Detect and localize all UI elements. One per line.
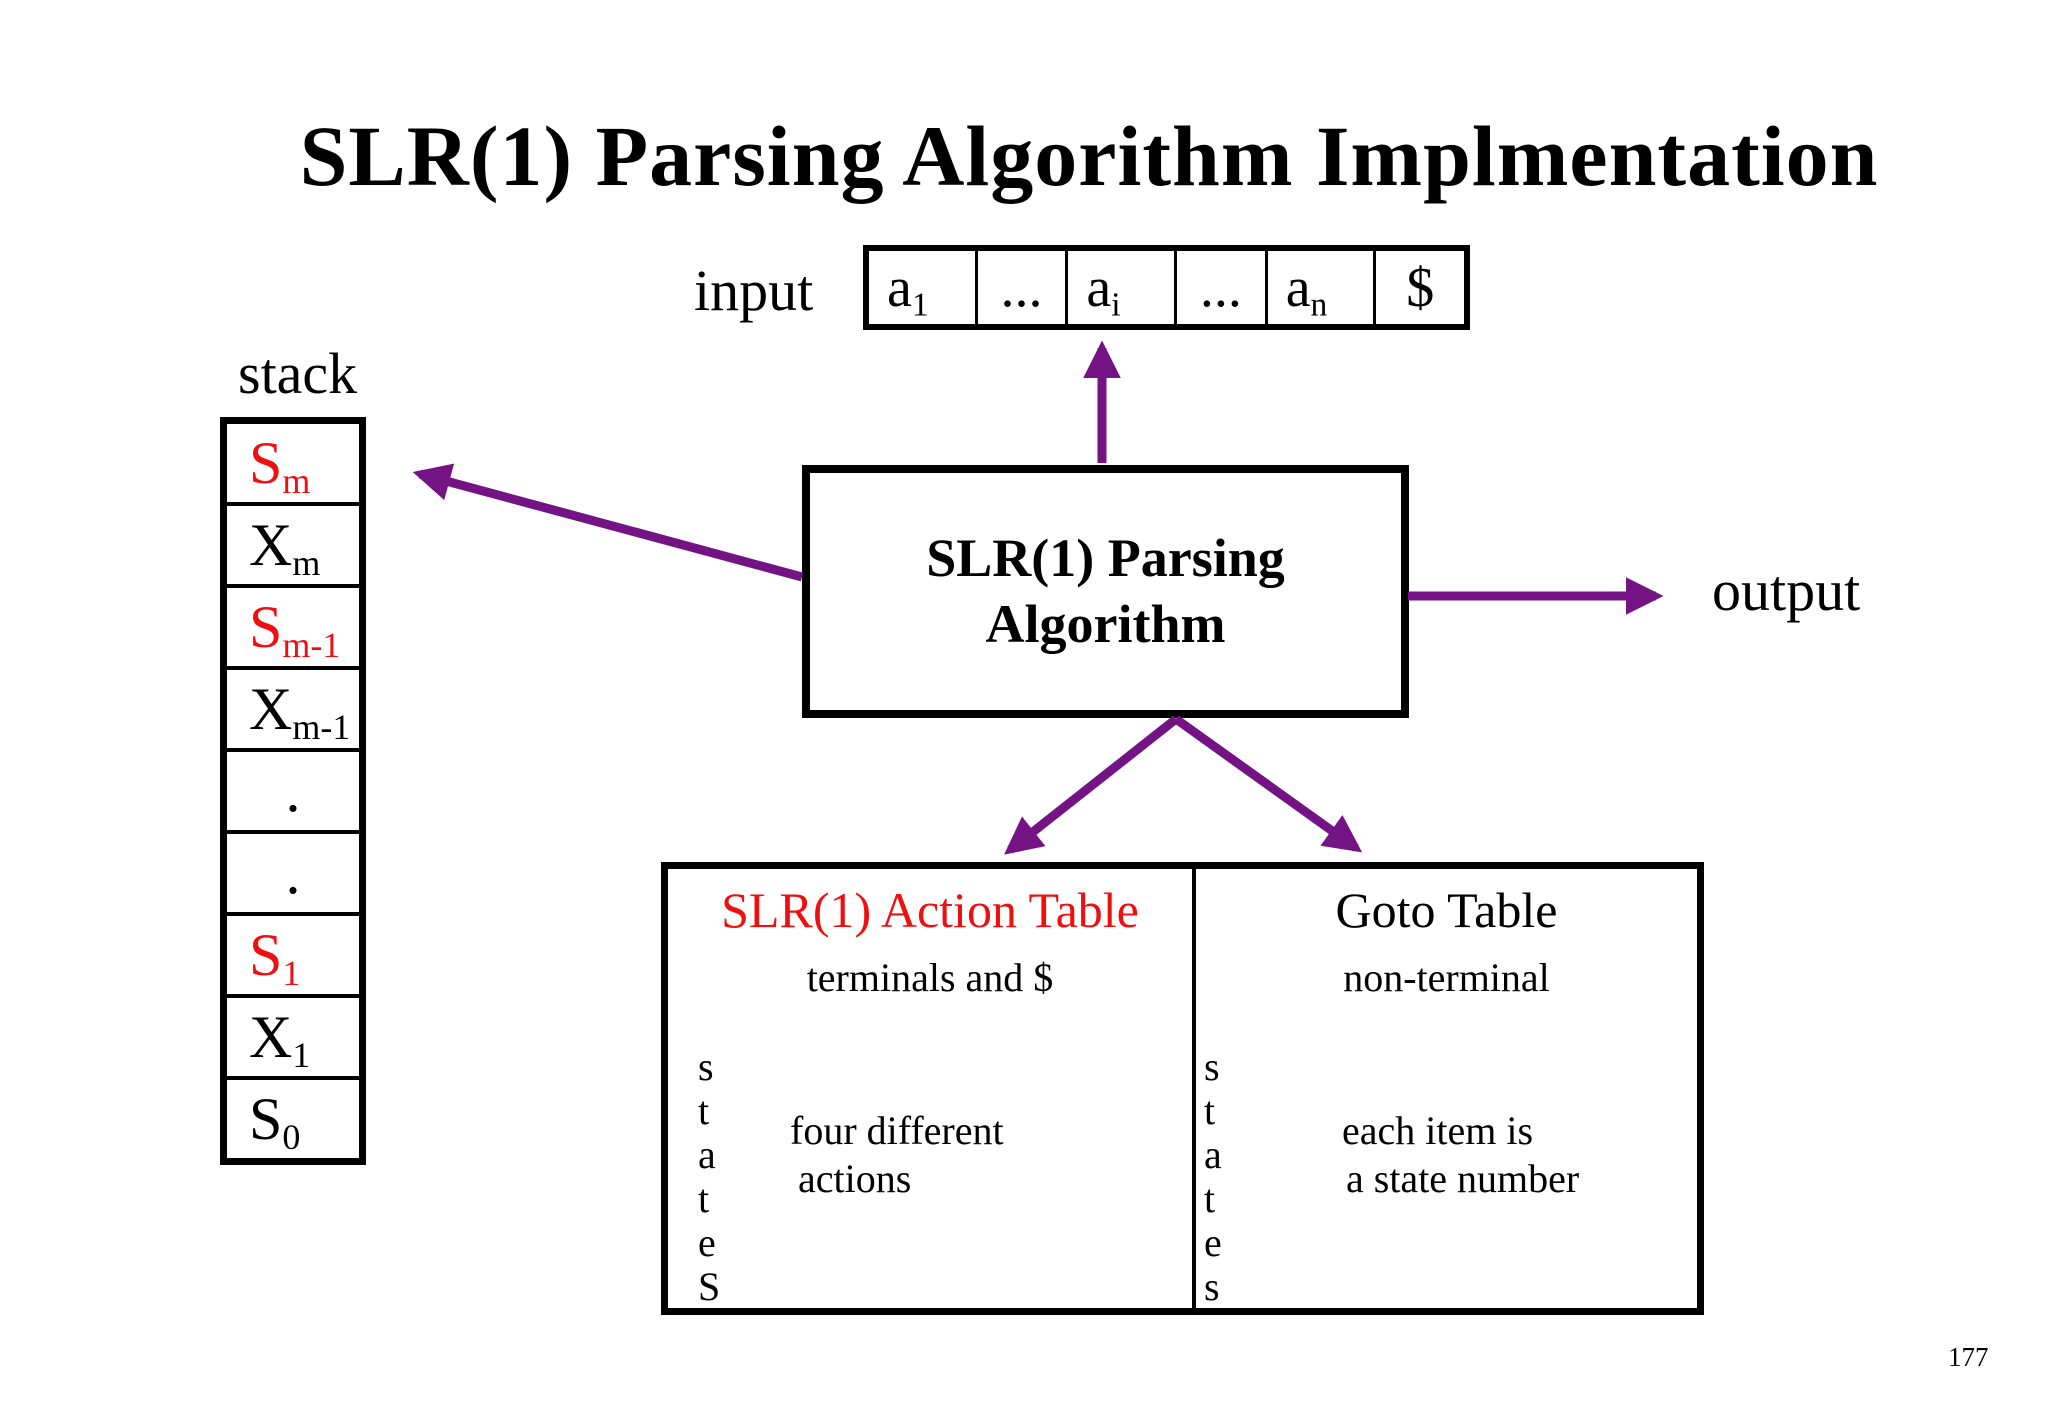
stack-cell: Sm-1 — [227, 588, 359, 670]
input-tape-cell: ... — [978, 251, 1069, 324]
arrow-box-to-goto-table — [1173, 715, 1363, 853]
arrow-box-to-stack — [412, 463, 804, 582]
page-title: SLR(1) Parsing Algorithm Implmentation — [299, 107, 1879, 204]
stack-label: stack — [238, 341, 358, 406]
stack-cell-text: . — [285, 758, 301, 824]
action-table-pane: SLR(1) Action Table terminals and $ s t … — [668, 869, 1196, 1309]
tables-box: SLR(1) Action Table terminals and $ s t … — [661, 862, 1704, 1315]
input-tape-cell: ai — [1068, 251, 1178, 324]
tape-cell-text: ... — [1199, 256, 1242, 319]
input-tape-cell: a1 — [869, 251, 978, 324]
input-label: input — [694, 258, 814, 323]
arrow-box-to-action-table — [1004, 715, 1179, 855]
action-table-note-line1: four different — [790, 1108, 1004, 1153]
parser-box: SLR(1) Parsing Algorithm — [802, 465, 1409, 718]
parser-box-line1: SLR(1) Parsing — [926, 527, 1285, 588]
action-table-states-label: s t a t e S — [698, 1044, 721, 1309]
stack-cell: Xm — [227, 506, 359, 588]
stack-cell-text: S0 — [249, 1086, 301, 1158]
input-tape-cell: $ — [1376, 251, 1464, 324]
goto-table-note-line2: a state number — [1346, 1156, 1580, 1201]
tape-cell-text: ai — [1086, 256, 1121, 323]
page-number: 177 — [1948, 1342, 1989, 1372]
input-tape-cell: an — [1268, 251, 1377, 324]
input-tape: a1 ... ai ... an $ — [863, 245, 1470, 330]
stack-cell-text: S1 — [249, 922, 301, 994]
stack-cell-text: Xm-1 — [249, 676, 351, 748]
action-table-column-header: terminals and $ — [806, 955, 1054, 1000]
stack-cell: . — [227, 834, 359, 916]
tape-cell-text: $ — [1406, 256, 1435, 319]
goto-table-pane: Goto Table non-terminal s t a t e s each… — [1196, 869, 1697, 1309]
tape-cell-text: an — [1285, 256, 1328, 323]
goto-table-states-label: s t a t e s — [1204, 1044, 1222, 1309]
stack-cell-text: . — [285, 840, 301, 906]
input-tape-cell: ... — [1177, 251, 1268, 324]
goto-table-note-line1: each item is — [1342, 1108, 1534, 1153]
output-label: output — [1712, 558, 1861, 623]
stack-cell-text: Xm — [249, 512, 321, 584]
stack-cell-text: Sm-1 — [249, 594, 341, 666]
stack-cell: S0 — [227, 1080, 359, 1158]
tape-cell-text: a1 — [887, 256, 929, 323]
action-table-title: SLR(1) Action Table — [721, 882, 1139, 938]
goto-table-title: Goto Table — [1335, 882, 1558, 938]
goto-table-column-header: non-terminal — [1343, 955, 1550, 1000]
stack-cell: Sm — [227, 424, 359, 506]
stack-cell: S1 — [227, 916, 359, 998]
stack-cell: X1 — [227, 998, 359, 1080]
stack: Sm Xm Sm-1 Xm-1 . . S1 X1 S0 — [220, 417, 366, 1165]
stack-cell-text: X1 — [249, 1004, 311, 1076]
stack-cell-text: Sm — [249, 430, 311, 502]
tape-cell-text: ... — [1000, 256, 1043, 319]
stack-cell: Xm-1 — [227, 670, 359, 752]
parser-box-line2: Algorithm — [985, 593, 1226, 654]
stack-cell: . — [227, 752, 359, 834]
action-table-note-line2: actions — [798, 1156, 912, 1201]
